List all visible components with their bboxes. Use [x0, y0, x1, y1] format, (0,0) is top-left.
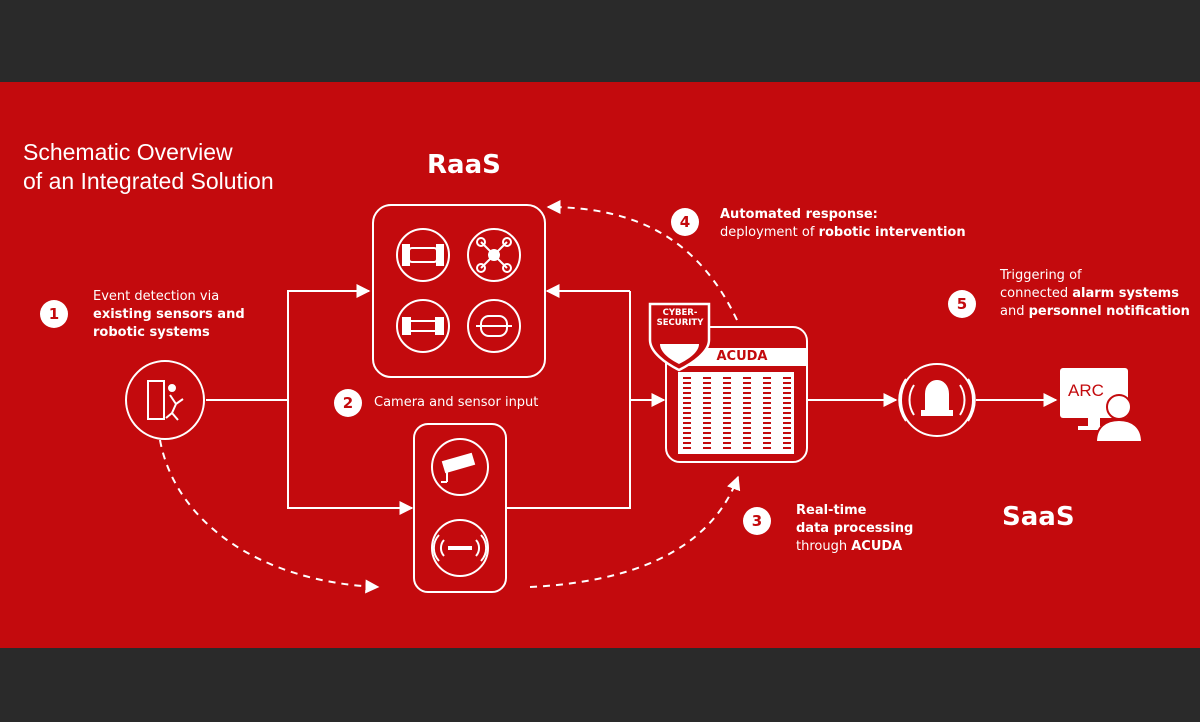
operator-monitor-icon — [1060, 368, 1144, 443]
step-1-line-3: robotic systems — [93, 325, 210, 340]
step-1-line-2: existing sensors and — [93, 307, 245, 322]
cctv-camera-icon — [431, 438, 489, 496]
step-2-number: 2 — [342, 394, 354, 412]
cybersecurity-label: CYBER- SECURITY — [651, 308, 709, 328]
arc-label: ARC — [1068, 381, 1104, 400]
step-4-line-2a: deployment of — [720, 225, 819, 240]
step-5-line-1: Triggering of — [1000, 268, 1082, 283]
step-5-line-3a: and — [1000, 304, 1029, 319]
cybersecurity-shield-icon — [648, 302, 711, 372]
alarm-bell-icon — [898, 363, 976, 437]
step-3-number: 3 — [751, 512, 763, 530]
step-3-line-3a: through — [796, 539, 852, 554]
wheeled-robot-icon — [467, 299, 521, 353]
ground-robot-icon — [396, 228, 450, 282]
solid-connectors — [206, 284, 1058, 515]
title-line-1: Schematic Overview — [23, 139, 233, 165]
step-1-line-1: Event detection via — [93, 289, 220, 304]
step-5-number: 5 — [956, 295, 968, 313]
step-1-number: 1 — [48, 305, 60, 323]
drone-icon — [467, 228, 521, 282]
dashed-connectors — [159, 200, 741, 594]
step-4-line-2b: robotic intervention — [818, 225, 966, 240]
step-3-line-1: Real-time — [796, 503, 867, 518]
rover-icon — [396, 299, 450, 353]
cybersecurity-line-2: SECURITY — [656, 318, 704, 328]
step-3-text: Real-time data processing through ACUDA — [796, 502, 913, 556]
diagram-canvas: Schematic Overview of an Integrated Solu… — [0, 82, 1200, 648]
title-line-2: of an Integrated Solution — [23, 168, 274, 194]
step-3-line-3b: ACUDA — [851, 539, 903, 554]
diagram-title: Schematic Overview of an Integrated Solu… — [23, 138, 274, 196]
step-4-line-1: Automated response: — [720, 207, 878, 222]
motion-sensor-icon — [431, 519, 489, 577]
saas-label: SaaS — [1002, 502, 1075, 532]
step-3-line-2: data processing — [796, 521, 914, 536]
step-number-circles — [40, 208, 976, 535]
acuda-label: ACUDA — [716, 349, 768, 364]
raas-label: RaaS — [427, 150, 501, 180]
sensor-panel — [413, 423, 507, 593]
step-5-line-2a: connected — [1000, 286, 1073, 301]
server-racks — [683, 377, 791, 449]
intruder-door-icon — [125, 360, 205, 440]
step-2-text: Camera and sensor input — [374, 395, 539, 410]
step-5-line-3b: personnel notification — [1028, 304, 1190, 319]
cybersecurity-line-1: CYBER- — [662, 308, 698, 318]
step-5-line-2b: alarm systems — [1072, 286, 1179, 301]
step-5-text: Triggering of connected alarm systems an… — [1000, 267, 1190, 321]
diagram-graphics — [40, 200, 1144, 594]
step-4-number: 4 — [679, 213, 691, 231]
step-1-text: Event detection via existing sensors and… — [93, 288, 245, 342]
acuda-server — [665, 326, 808, 463]
robot-panel — [372, 204, 546, 378]
step-4-text: Automated response: deployment of roboti… — [720, 206, 966, 242]
